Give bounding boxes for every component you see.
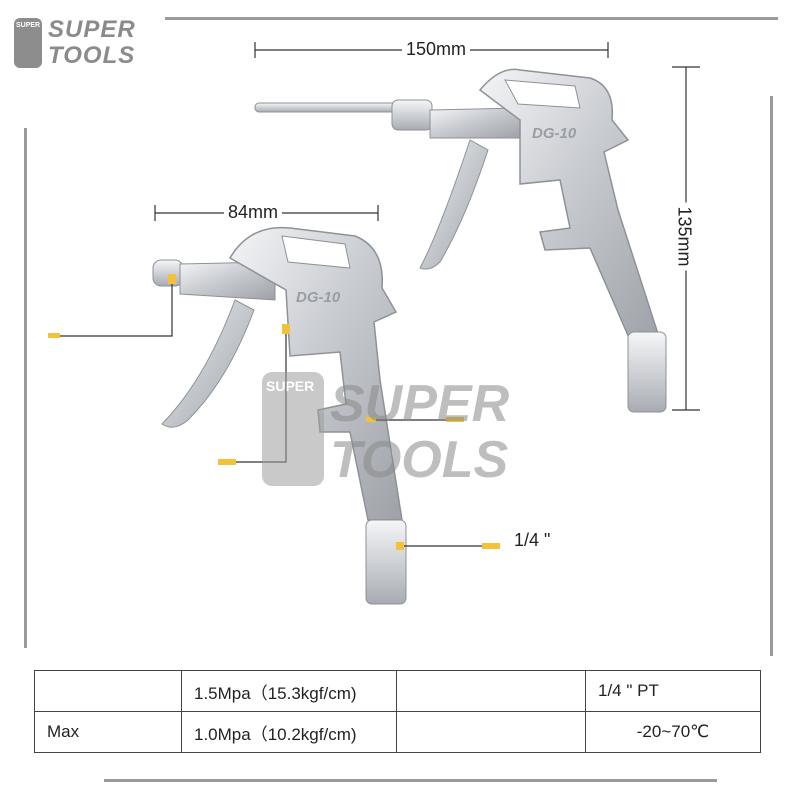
thread-size-label: 1/4 " xyxy=(514,530,551,550)
large-blow-gun: DG-10 xyxy=(254,68,667,413)
small-gun-coupler xyxy=(365,519,407,605)
table-row: 1.5Mpa（15.3kgf/cm) 1/4 " PT xyxy=(34,670,761,712)
logo-word-super: SUPER xyxy=(48,16,136,43)
large-gun-coupler xyxy=(627,331,667,413)
frame-line-left xyxy=(24,128,27,648)
table-cell xyxy=(396,670,586,712)
large-gun-height-label: 135mm xyxy=(673,202,695,271)
logo-word-tools: TOOLS xyxy=(48,42,136,69)
spec-table: 1.5Mpa（15.3kgf/cm) 1/4 " PT Max 1.0Mpa（1… xyxy=(34,670,761,753)
table-cell: 1.0Mpa（10.2kgf/cm) xyxy=(181,711,397,753)
logo-badge: SUPER xyxy=(14,18,42,68)
frame-line-right xyxy=(770,96,773,656)
air-blow-guns-illustration: DG-10 DG-10 xyxy=(48,42,700,605)
small-gun-hook-opening xyxy=(281,235,351,269)
table-cell: -20~70℃ xyxy=(585,711,761,753)
table-cell: Max xyxy=(34,711,182,753)
large-gun-nozzle-nut xyxy=(391,99,433,131)
table-cell: 1/4 " PT xyxy=(585,670,761,712)
watermark-word-tools: TOOLS xyxy=(330,431,509,489)
callout-markers xyxy=(48,274,500,550)
table-row: Max 1.0Mpa（10.2kgf/cm) -20~70℃ xyxy=(34,711,761,753)
large-gun-trigger xyxy=(419,139,489,270)
logo-small-text: SUPER xyxy=(16,22,41,29)
large-gun-hook-opening xyxy=(504,79,581,109)
large-gun-length-label: 150mm xyxy=(402,39,471,60)
small-gun-length-label: 84mm xyxy=(224,202,283,223)
table-cell xyxy=(396,711,586,753)
table-cell: 1.5Mpa（15.3kgf/cm) xyxy=(181,670,397,712)
watermark-badge: SUPER xyxy=(262,372,324,486)
large-gun-model-text: DG-10 xyxy=(532,125,577,142)
small-gun-trigger xyxy=(161,299,255,428)
watermark-small-text: SUPER xyxy=(266,378,315,394)
large-gun-body xyxy=(478,68,662,341)
frame-line-top xyxy=(165,17,778,20)
small-gun-model-text: DG-10 xyxy=(296,289,341,306)
watermark-logo: SUPER SUPER TOOLS xyxy=(262,372,542,488)
table-cell xyxy=(34,670,182,712)
watermark-word-super: SUPER xyxy=(330,375,510,433)
frame-line-bottom xyxy=(104,779,717,782)
brand-logo: SUPER SUPER TOOLS xyxy=(14,16,154,68)
large-gun-nozzle-tube xyxy=(254,102,406,113)
